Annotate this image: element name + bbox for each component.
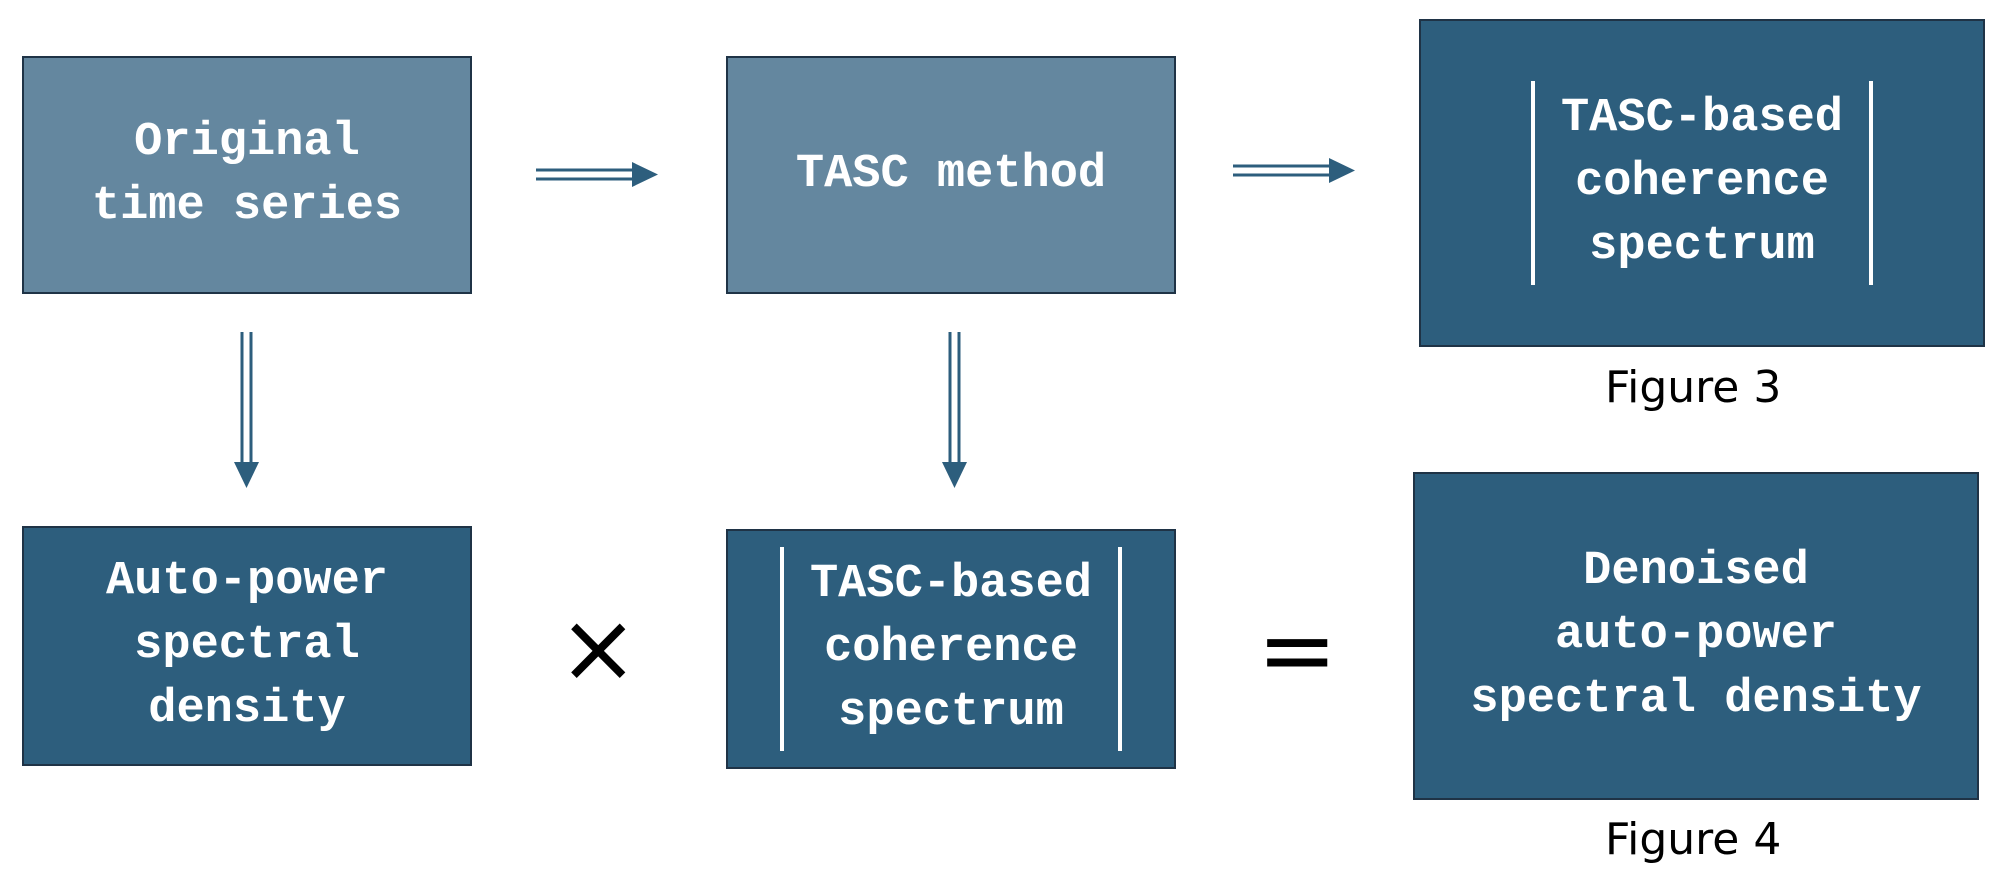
box-line: Denoised xyxy=(1583,545,1809,598)
right-arrow-original-to-tasc xyxy=(536,162,658,187)
box-line: spectrum xyxy=(1589,220,1815,273)
auto-power-spectral-density-box: Auto-power spectral density xyxy=(22,526,472,766)
figure-4-caption: Figure 4 xyxy=(1605,814,1782,865)
box-line: spectral xyxy=(134,619,360,672)
box-line: spectrum xyxy=(838,686,1064,739)
box-line: auto-power xyxy=(1554,609,1838,662)
box-line: spectral density xyxy=(1470,673,1922,726)
box-line: Original xyxy=(134,116,360,169)
box-line: time series xyxy=(91,180,403,233)
box-line: TASC-based xyxy=(1560,92,1844,145)
original-time-series-box: Original time series xyxy=(22,56,472,294)
down-arrow-original-to-auto-power xyxy=(234,332,259,488)
box-line: coherence xyxy=(824,622,1078,675)
right-arrow-tasc-to-coherence xyxy=(1233,158,1355,183)
box-line: coherence xyxy=(1575,156,1829,209)
absolute-value-bars: TASC-based coherence spectrum xyxy=(1530,81,1874,285)
box-line: Auto-power xyxy=(105,555,389,608)
box-line: TASC-based xyxy=(809,558,1093,611)
absolute-value-bars: TASC-based coherence spectrum xyxy=(779,547,1123,751)
multiply-operator: × xyxy=(558,592,639,704)
figure-3-caption: Figure 3 xyxy=(1605,362,1782,413)
down-arrow-tasc-to-coherence xyxy=(942,332,967,488)
tasc-method-box: TASC method xyxy=(726,56,1176,294)
denoised-auto-power-spectral-density-box: Denoised auto-power spectral density xyxy=(1413,472,1979,800)
box-line: density xyxy=(148,683,346,736)
equals-operator: = xyxy=(1257,594,1338,706)
box-line: TASC method xyxy=(795,148,1107,201)
tasc-coherence-spectrum-top-box: TASC-based coherence spectrum xyxy=(1419,19,1985,347)
tasc-coherence-spectrum-bottom-box: TASC-based coherence spectrum xyxy=(726,529,1176,769)
